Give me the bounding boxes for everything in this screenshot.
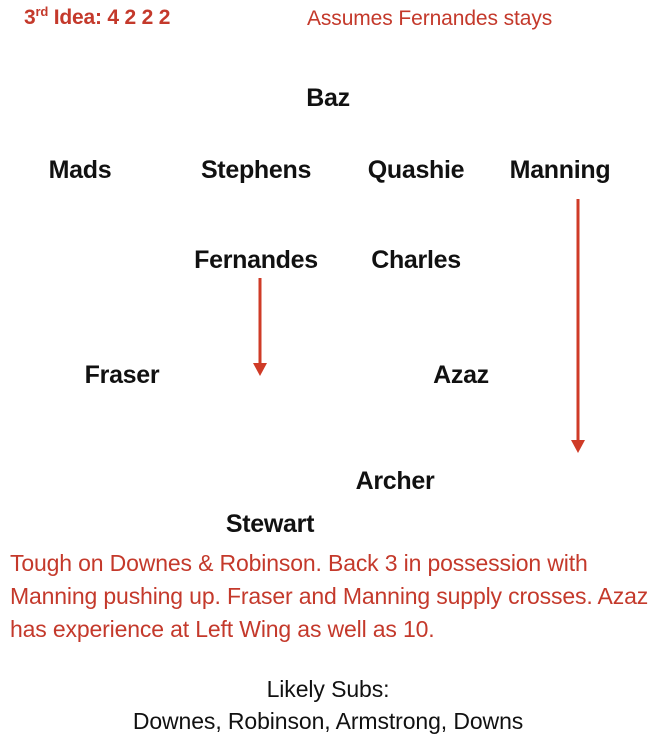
player-name-azaz: Azaz (433, 361, 489, 389)
fernandes-drops-arrow-head (253, 363, 267, 376)
player-name-stewart: Stewart (225, 510, 315, 538)
idea-ordinal-suffix: rd (35, 4, 49, 19)
idea-formation-label: Idea: 4 2 2 2 (48, 6, 171, 29)
player-name-archer: Archer (355, 467, 435, 495)
player-name-manning: Manning (509, 156, 611, 184)
player-name-fraser: Fraser (84, 361, 160, 389)
idea-title: 3rd Idea: 4 2 2 2 (24, 4, 171, 30)
player-name-fernandes: Fernandes (194, 246, 318, 274)
player-name-charles: Charles (371, 246, 461, 274)
player-name-mads: Mads (48, 156, 112, 184)
player-name-baz: Baz (306, 84, 350, 112)
likely-subs-heading: Likely Subs: (266, 676, 390, 702)
tactical-note: Tough on Downes & Robinson. Back 3 in po… (10, 550, 649, 642)
idea-ordinal-number: 3 (24, 6, 36, 29)
player-name-quashie: Quashie (367, 156, 465, 184)
player-name-stephens: Stephens (200, 156, 312, 184)
fernandes-drops-arrow-shaft (258, 278, 262, 363)
manning-pushes-up-arrow-head (571, 440, 585, 453)
likely-subs-list: Downes, Robinson, Armstrong, Downs (132, 708, 524, 734)
manning-pushes-up-arrow-shaft (576, 199, 580, 440)
assumption-note: Assumes Fernandes stays (307, 7, 553, 30)
